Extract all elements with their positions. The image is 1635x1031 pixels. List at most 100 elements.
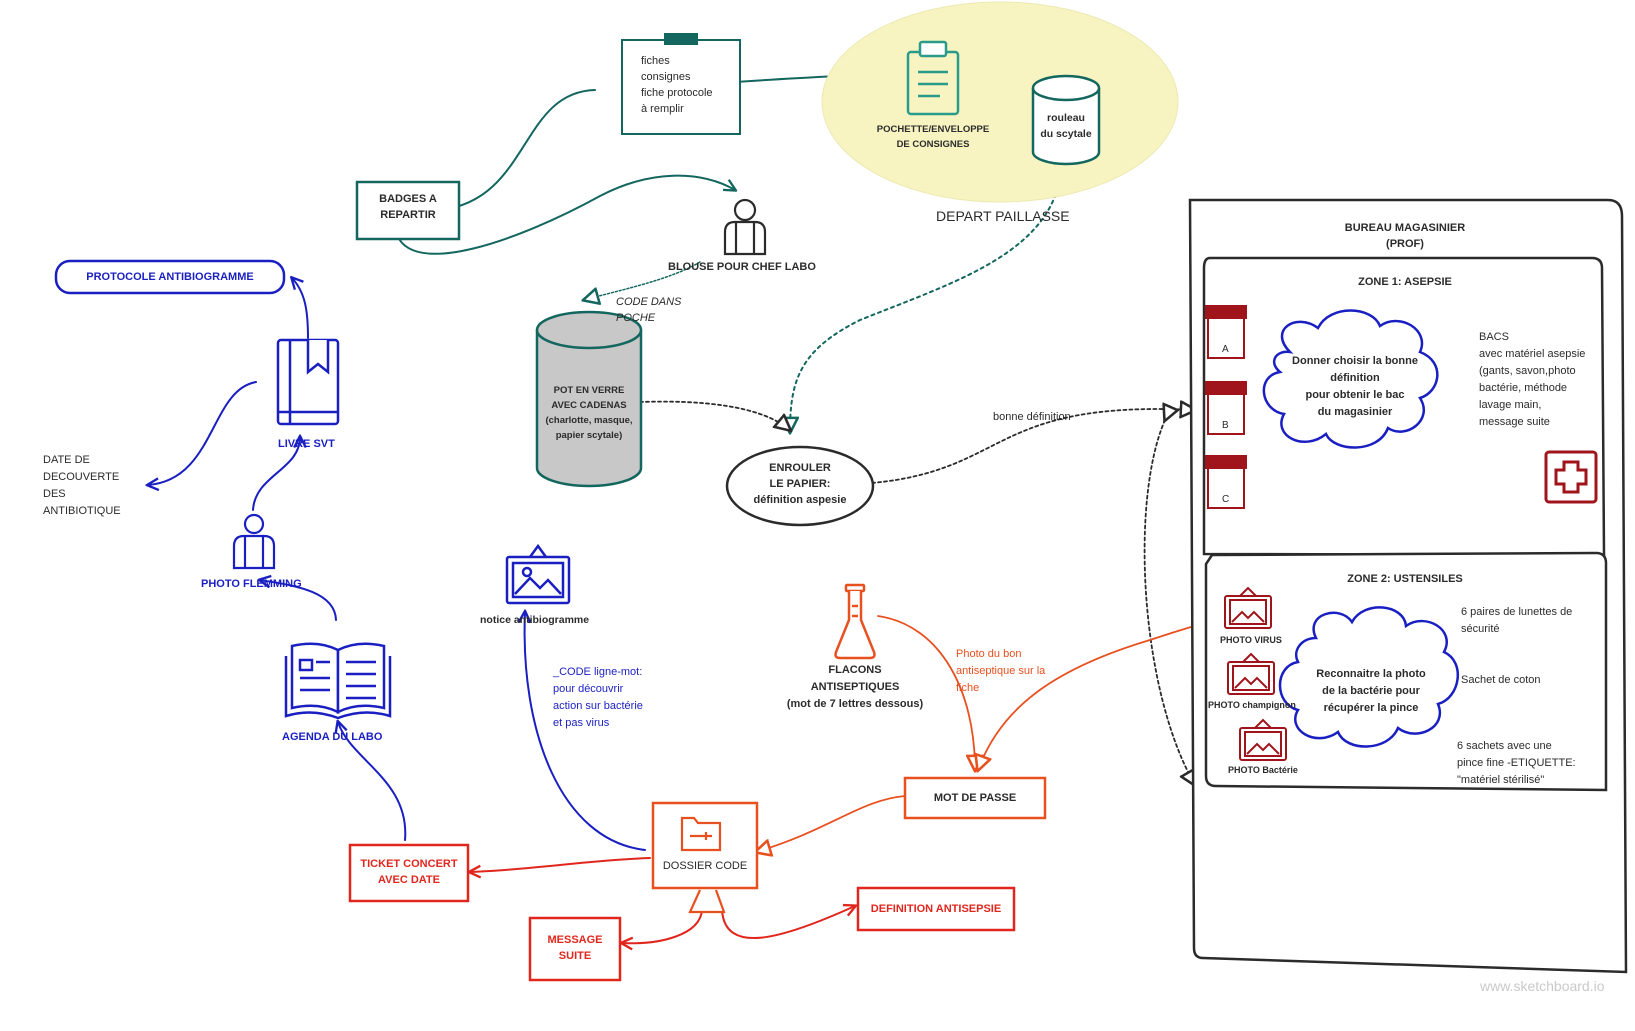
arrow-blouse-to-code-poche [584, 261, 701, 300]
date-line: DATE DE [43, 454, 90, 466]
code-ligne-line: action sur bactérie [553, 700, 643, 712]
date-line: ANTIBIOTIQUE [43, 505, 121, 517]
zone2-item-lunettes: 6 paires de lunettes de sécurité [1461, 604, 1572, 638]
fiches-line: consignes [641, 71, 691, 83]
computer-icon [688, 889, 726, 914]
pot-line: POT EN VERRE [553, 385, 625, 396]
date-line: DES [43, 488, 66, 500]
bacs-line: BACS [1479, 331, 1509, 343]
ticket-label: TICKET CONCERT AVEC DATE [350, 856, 468, 888]
livre-label: LIVRE SVT [278, 438, 335, 450]
arrow-computer-to-definition [721, 906, 855, 940]
badges-box[interactable] [355, 180, 461, 241]
zone2-item-pince: 6 sachets avec une pince fine -ETIQUETTE… [1457, 738, 1576, 789]
cylinder-icon [1031, 74, 1101, 166]
fiches-line: fiche protocole [641, 87, 713, 99]
arrow-flemming-to-livre [252, 437, 300, 511]
book-icon [276, 338, 340, 426]
date-decouverte-label: DATE DE DECOUVERTE DES ANTIBIOTIQUE [43, 452, 121, 520]
fiches-line: à remplir [641, 103, 684, 115]
code-poche-label: CODE DANS POCHE [616, 294, 681, 326]
arrow-enrouler-to-bureau [871, 409, 1195, 484]
pot-label: POT EN VERRE AVEC CADENAS (charlotte, ma… [537, 383, 641, 443]
pot-line: (charlotte, masque, [545, 415, 633, 426]
arrow-zone1-to-zone2 [1143, 420, 1195, 785]
rouleau-line: du scytale [1040, 128, 1092, 140]
motdepasse-box[interactable] [903, 776, 1047, 820]
ticket-box[interactable] [348, 843, 470, 903]
photo-bon-line: Photo du bon [956, 648, 1022, 660]
bin-label-c: C [1222, 494, 1230, 505]
code-ligne-line: pour découvrir [553, 683, 624, 695]
message-box[interactable] [528, 916, 622, 982]
bin-icon-b [1205, 381, 1247, 435]
zone2-cloud-line: Reconnaitre la photo [1316, 668, 1426, 680]
zone1-cloud-label: Donner choisir la bonne définition pour … [1280, 353, 1430, 421]
enrouler-line: LE PAPIER: [769, 478, 831, 490]
pochette-line: DE CONSIGNES [896, 139, 970, 150]
person-icon [723, 198, 767, 256]
definition-box[interactable] [856, 886, 1016, 932]
zone1-cloud-line: pour obtenir le bac [1305, 389, 1405, 401]
fiches-line: fiches [641, 55, 670, 67]
pot-cylinder[interactable] [535, 310, 643, 488]
arrow-ticket-to-agenda [338, 722, 407, 841]
notice-label: notice antibiogramme [480, 614, 590, 626]
bonne-definition-label: bonne définition [993, 411, 1071, 423]
arrow-pot-to-enrouler [639, 400, 790, 430]
ticket-line: AVEC DATE [378, 874, 440, 886]
depart-paillasse-label: DEPART PAILLASSE [936, 208, 1070, 224]
zone2-cloud-line: de la bactérie pour [1322, 685, 1420, 697]
photo-flemming-label: PHOTO FLEMMING [201, 578, 302, 590]
bacs-line: lavage main, [1479, 399, 1542, 411]
arrow-rouleau-to-enrouler [790, 159, 1063, 432]
bin-label-a: A [1222, 344, 1229, 355]
dossier-code-box[interactable] [651, 801, 759, 890]
message-label: MESSAGE SUITE [530, 932, 620, 964]
pochette-line: POCHETTE/ENVELOPPE [876, 124, 990, 135]
arrow-motdepasse-to-dossier [756, 795, 906, 852]
badges-line: REPARTIR [380, 209, 436, 221]
arrow-flask-to-motdepasse [877, 615, 975, 770]
zone2-item-coton: Sachet de coton [1461, 674, 1541, 686]
bacs-line: bactérie, méthode [1479, 382, 1568, 394]
message-line: MESSAGE [547, 934, 603, 946]
definition-label: DEFINITION ANTISEPSIE [870, 903, 1002, 915]
depart-paillasse-zone [821, 1, 1179, 203]
dossier-code-label: DOSSIER CODE [662, 860, 748, 872]
bin-icon-c [1205, 455, 1247, 509]
flask-icon [834, 583, 876, 660]
zone1-title: ZONE 1: ASEPSIE [1358, 276, 1452, 288]
zone1-cloud-line: Donner choisir la bonne [1292, 355, 1418, 367]
bacs-line: (gants, savon,photo [1479, 365, 1576, 377]
person-icon-flemming [232, 513, 276, 570]
arrow-dossier-to-notice [525, 612, 646, 851]
enrouler-ellipse[interactable] [725, 445, 875, 527]
zone2-title: ZONE 2: USTENSILES [1347, 573, 1463, 585]
protocole-label: PROTOCOLE ANTIBIOGRAMME [86, 271, 254, 283]
first-aid-icon [1544, 450, 1598, 504]
code-ligne-line: et pas virus [553, 717, 610, 729]
flacons-line: ANTISEPTIQUES [810, 681, 900, 693]
zone2-cloud-label: Reconnaitre la photo de la bactérie pour… [1296, 666, 1446, 717]
protocole-pill[interactable] [54, 259, 286, 295]
photo-bon-line: fiche [956, 682, 980, 694]
flacons-line: (mot de 7 lettres dessous) [786, 698, 924, 710]
pot-line: AVEC CADENAS [551, 400, 627, 411]
fiches-box[interactable] [621, 33, 741, 135]
pochette-label: POCHETTE/ENVELOPPE DE CONSIGNES [868, 122, 998, 152]
bin-label-b: B [1222, 420, 1229, 431]
picture-icon-bacterie [1239, 718, 1287, 761]
flacons-label: FLACONS ANTISEPTIQUES (mot de 7 lettres … [770, 662, 940, 713]
item-line: sécurité [1461, 623, 1500, 635]
enrouler-line: ENROULER [769, 462, 831, 474]
item-line: pince fine -ETIQUETTE: [1457, 757, 1576, 769]
motdepasse-label: MOT DE PASSE [933, 792, 1017, 804]
arrow-dossier-to-ticket [470, 857, 651, 872]
watermark: www.sketchboard.io [1480, 978, 1605, 994]
rouleau-line: rouleau [1047, 112, 1085, 124]
zone2-cloud [1278, 606, 1459, 748]
enrouler-line: définition aspesie [753, 494, 847, 506]
date-line: DECOUVERTE [43, 471, 120, 483]
code-ligne-line: _CODE ligne-mot: [553, 666, 643, 678]
